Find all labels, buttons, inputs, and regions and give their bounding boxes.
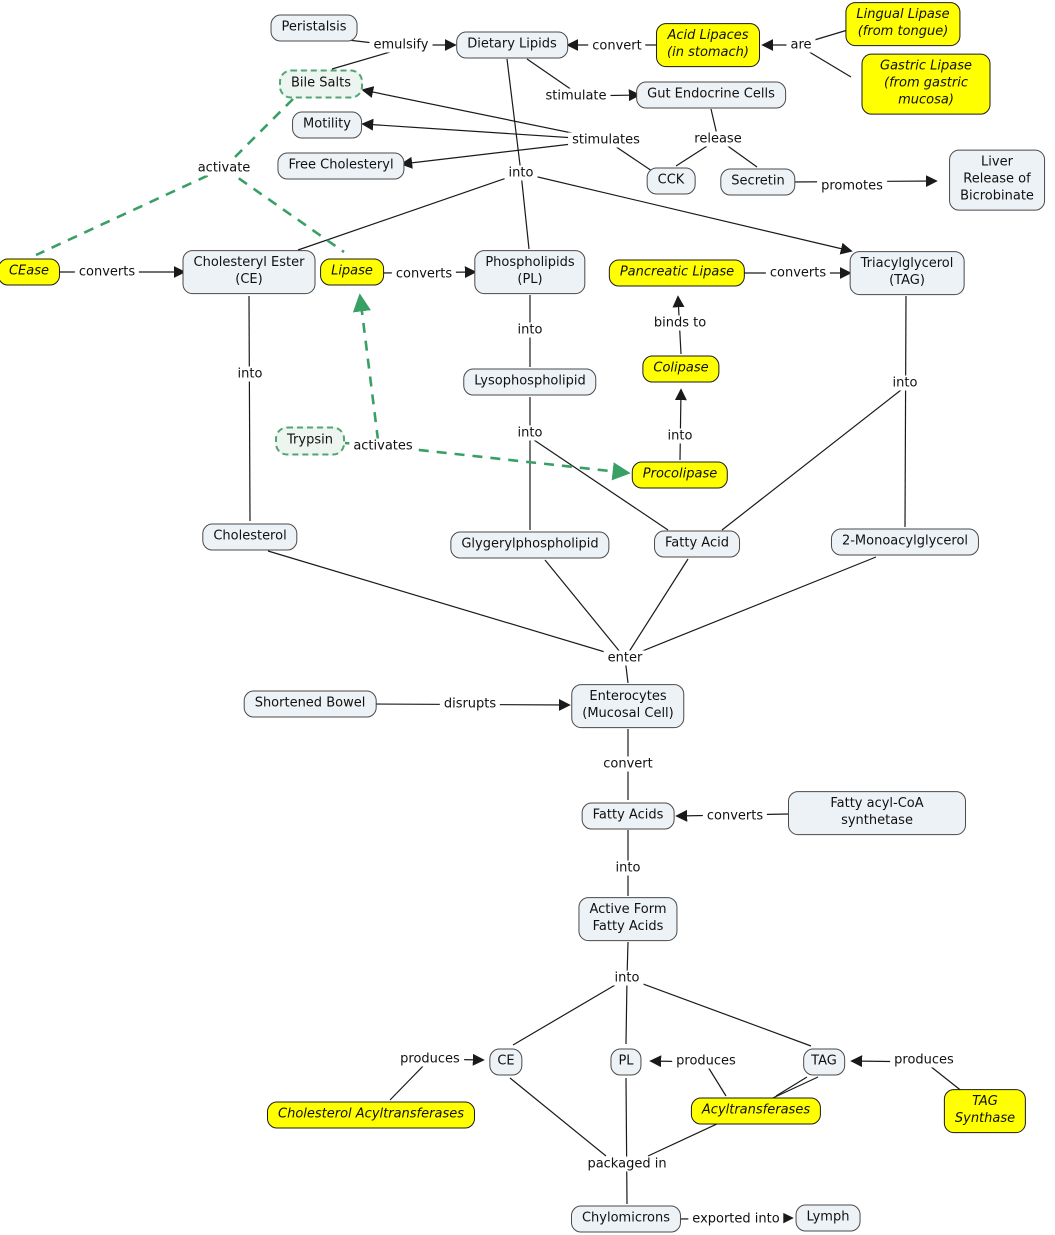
- node-gut-endocrine-cells[interactable]: Gut Endocrine Cells: [636, 81, 786, 109]
- node-fatty-acids[interactable]: Fatty Acids: [581, 802, 675, 830]
- label-are: are: [786, 37, 816, 53]
- label-enter: enter: [603, 650, 647, 666]
- label-promotes: promotes: [817, 178, 887, 194]
- label-converts-pancreatic: converts: [765, 265, 831, 281]
- node-tag-synthase[interactable]: TAG Synthase: [943, 1089, 1027, 1133]
- label-convert-top: convert: [588, 38, 646, 54]
- node-lingual-lipase[interactable]: Lingual Lipase (from tongue): [845, 2, 961, 46]
- label-stimulate: stimulate: [541, 88, 611, 104]
- node-chylomicrons[interactable]: Chylomicrons: [570, 1205, 682, 1233]
- node-dietary-lipids[interactable]: Dietary Lipids: [456, 31, 568, 59]
- node-lysophospholipid[interactable]: Lysophospholipid: [463, 368, 597, 396]
- node-ce[interactable]: CE: [489, 1048, 523, 1076]
- node-acyltransferases[interactable]: Acyltransferases: [690, 1097, 822, 1125]
- node-cck[interactable]: CCK: [646, 167, 696, 195]
- node-peristalsis[interactable]: Peristalsis: [270, 14, 358, 42]
- node-lymph[interactable]: Lymph: [795, 1204, 861, 1232]
- node-cholesterol[interactable]: Cholesterol: [202, 523, 298, 551]
- node-phospholipids[interactable]: Phospholipids (PL): [474, 250, 586, 294]
- label-disrupts: disrupts: [439, 696, 501, 712]
- label-converts-cease: converts: [74, 264, 140, 280]
- node-glygerylphospholipid[interactable]: Glygerylphospholipid: [450, 531, 610, 559]
- node-cholesterol-acyltransferases[interactable]: Cholesterol Acyltransferases: [267, 1101, 475, 1129]
- label-into-procolipase: into: [663, 428, 697, 444]
- label-into-lyso: into: [513, 425, 547, 441]
- node-cholesteryl-ester[interactable]: Cholesteryl Ester (CE): [182, 250, 316, 294]
- label-into-cepltag: into: [610, 970, 644, 986]
- node-free-cholesteryl[interactable]: Free Cholesteryl: [277, 152, 405, 180]
- node-lipase[interactable]: Lipase: [320, 258, 384, 286]
- label-release: release: [690, 131, 746, 147]
- node-enterocytes[interactable]: Enterocytes (Mucosal Cell): [571, 684, 685, 728]
- node-pancreatic-lipase[interactable]: Pancreatic Lipase: [608, 259, 746, 287]
- node-tag[interactable]: TAG: [803, 1048, 845, 1076]
- label-binds-to: binds to: [649, 315, 711, 331]
- node-colipase[interactable]: Colipase: [642, 355, 720, 383]
- label-into-dietary: into: [504, 165, 538, 181]
- node-bile-salts[interactable]: Bile Salts: [279, 69, 363, 99]
- node-pl[interactable]: PL: [610, 1048, 642, 1076]
- label-produces-pl: produces: [672, 1053, 740, 1069]
- label-stimulates: stimulates: [568, 132, 644, 148]
- node-acid-lipaces[interactable]: Acid Lipaces (in stomach): [656, 23, 760, 67]
- label-convert-enterocytes: convert: [599, 756, 657, 772]
- label-activate: activate: [193, 160, 255, 176]
- node-cease[interactable]: CEase: [0, 258, 61, 286]
- label-packaged-in: packaged in: [583, 1156, 671, 1172]
- label-into-ce: into: [233, 366, 267, 382]
- label-produces-ce: produces: [396, 1051, 464, 1067]
- node-triacylglycerol[interactable]: Triacylglycerol (TAG): [849, 251, 965, 295]
- node-active-form-fatty-acids[interactable]: Active Form Fatty Acids: [578, 897, 678, 941]
- node-procolipase[interactable]: Procolipase: [631, 461, 729, 489]
- label-exported-into: exported into: [688, 1211, 784, 1227]
- node-gastric-lipase[interactable]: Gastric Lipase (from gastric mucosa): [861, 53, 991, 115]
- label-activates: activates: [349, 438, 417, 454]
- label-produces-tag: produces: [890, 1052, 958, 1068]
- node-trypsin[interactable]: Trypsin: [275, 426, 345, 456]
- label-converts-synthetase: converts: [702, 808, 768, 824]
- node-fatty-acid[interactable]: Fatty Acid: [654, 530, 740, 558]
- node-2-monoacylglycerol[interactable]: 2-Monoacylglycerol: [830, 528, 980, 556]
- label-into-fatty-acids: into: [611, 860, 645, 876]
- node-motility[interactable]: Motility: [292, 111, 362, 139]
- label-into-pl: into: [513, 322, 547, 338]
- node-fatty-acyl-coa-synthetase[interactable]: Fatty acyl-CoA synthetase: [788, 791, 966, 835]
- node-shortened-bowel[interactable]: Shortened Bowel: [243, 690, 377, 718]
- label-into-tag: into: [888, 375, 922, 391]
- node-secretin[interactable]: Secretin: [720, 168, 796, 196]
- node-liver-release[interactable]: Liver Release of Bicrobinate: [949, 149, 1045, 211]
- label-emulsify: emulsify: [369, 37, 433, 53]
- label-converts-lipase: converts: [391, 266, 457, 282]
